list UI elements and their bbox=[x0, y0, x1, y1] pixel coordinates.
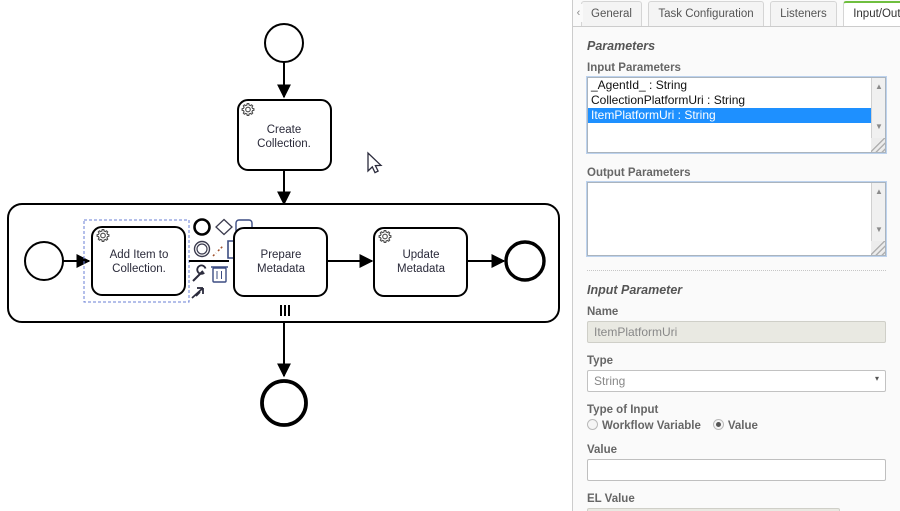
task-update-metadata bbox=[373, 227, 468, 297]
svg-text:Metadata: Metadata bbox=[257, 263, 306, 275]
radio-workflow-variable[interactable]: Workflow Variable bbox=[587, 419, 701, 432]
input-parameters-resize-grip[interactable] bbox=[871, 138, 885, 152]
name-label: Name bbox=[587, 306, 619, 318]
tab-task-configuration[interactable]: Task Configuration bbox=[648, 1, 764, 26]
el-value-field[interactable] bbox=[587, 508, 840, 511]
radio-workflow-variable-icon[interactable] bbox=[587, 419, 598, 430]
properties-panel-body: Parameters Input Parameters _AgentId_ : … bbox=[573, 27, 900, 511]
type-select-wrapper[interactable]: ▾ bbox=[587, 370, 886, 392]
svg-text:Prepare: Prepare bbox=[261, 249, 302, 261]
task-prepare-metadata bbox=[233, 227, 328, 297]
el-value-label: EL Value bbox=[587, 493, 635, 505]
list-item[interactable]: _AgentId_ : String bbox=[591, 78, 688, 92]
wrench-icon bbox=[192, 264, 207, 282]
scroll-up-icon[interactable]: ▲ bbox=[875, 187, 883, 196]
svg-text:Add Item to: Add Item to bbox=[110, 249, 169, 261]
type-label: Type bbox=[587, 355, 613, 367]
name-field[interactable] bbox=[587, 321, 886, 343]
end-event-bottom bbox=[260, 379, 308, 427]
start-event-top bbox=[264, 23, 304, 63]
input-parameters-listbox[interactable]: _AgentId_ : String CollectionPlatformUri… bbox=[586, 76, 887, 154]
scroll-up-icon[interactable]: ▲ bbox=[875, 82, 883, 91]
tab-listeners[interactable]: Listeners bbox=[770, 1, 837, 26]
svg-text:Metadata: Metadata bbox=[397, 263, 446, 275]
parameters-group-title: Parameters bbox=[587, 39, 656, 53]
svg-text:Collection.: Collection. bbox=[112, 263, 166, 275]
append-subprocess-bracket-icon bbox=[227, 240, 233, 259]
output-parameters-scrollbar[interactable]: ▲ ▼ bbox=[871, 183, 885, 255]
append-gateway-icon bbox=[215, 218, 233, 236]
output-parameters-listbox[interactable]: ▲ ▼ bbox=[586, 181, 887, 257]
svg-text:Update: Update bbox=[402, 249, 439, 261]
input-parameters-list[interactable]: _AgentId_ : String CollectionPlatformUri… bbox=[588, 78, 885, 123]
input-parameters-label: Input Parameters bbox=[587, 62, 681, 74]
scroll-down-icon[interactable]: ▼ bbox=[875, 225, 883, 234]
input-parameters-scrollbar[interactable]: ▲ ▼ bbox=[871, 78, 885, 152]
tab-general[interactable]: General bbox=[581, 1, 642, 26]
svg-text:Create: Create bbox=[267, 124, 302, 136]
list-item-selected[interactable]: ItemPlatformUri : String bbox=[588, 108, 885, 123]
tab-scroll-left-icon[interactable]: ‹ bbox=[574, 4, 583, 22]
type-select[interactable] bbox=[587, 370, 886, 392]
bpmn-diagram-canvas[interactable]: Create Collection. Add Item to Collectio… bbox=[0, 0, 572, 511]
input-parameter-group-title: Input Parameter bbox=[587, 283, 683, 297]
properties-tab-bar[interactable]: ‹ General Task Configuration Listeners I… bbox=[573, 0, 900, 27]
svg-text:Collection.: Collection. bbox=[257, 138, 311, 150]
el-value-row: x Edit bbox=[587, 508, 886, 511]
multi-instance-marker bbox=[280, 305, 290, 316]
type-of-input-label: Type of Input bbox=[587, 404, 659, 416]
subprocess-start-event bbox=[24, 241, 64, 281]
el-value-field-wrapper[interactable]: x bbox=[587, 508, 840, 511]
value-label: Value bbox=[587, 444, 618, 456]
scroll-down-icon[interactable]: ▼ bbox=[875, 122, 883, 131]
append-end-event-icon bbox=[193, 218, 211, 236]
properties-panel: ‹ General Task Configuration Listeners I… bbox=[572, 0, 900, 511]
trash-icon bbox=[211, 266, 228, 283]
value-field[interactable] bbox=[587, 459, 886, 481]
radio-workflow-variable-label: Workflow Variable bbox=[602, 420, 701, 432]
list-item[interactable]: CollectionPlatformUri : String bbox=[591, 93, 746, 107]
radio-value[interactable]: Value bbox=[712, 419, 758, 432]
connect-icon bbox=[212, 245, 224, 257]
output-parameters-resize-grip[interactable] bbox=[871, 241, 885, 255]
tab-input-output[interactable]: Input/Output bbox=[843, 1, 900, 26]
type-of-input-radio-group[interactable]: Workflow Variable Value bbox=[587, 419, 886, 432]
radio-value-label: Value bbox=[727, 420, 758, 432]
section-divider bbox=[587, 270, 886, 271]
mouse-pointer-icon bbox=[367, 151, 383, 174]
subprocess-end-event bbox=[504, 240, 546, 282]
output-parameters-label: Output Parameters bbox=[587, 167, 691, 179]
radio-value-icon[interactable] bbox=[712, 419, 724, 430]
sparkle-icon bbox=[191, 287, 204, 299]
task-add-item-to-collection bbox=[91, 226, 186, 296]
